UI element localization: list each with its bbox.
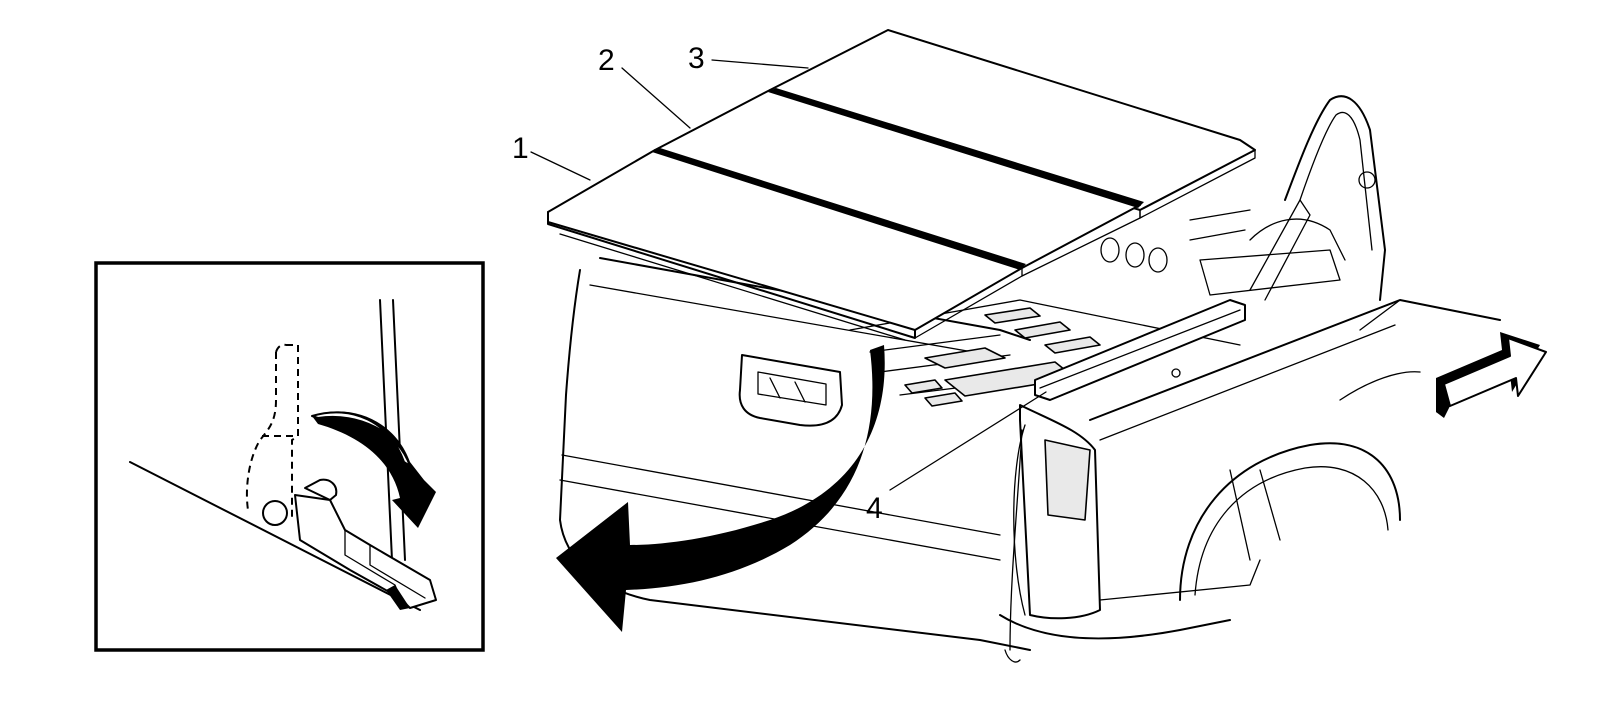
callout-3: 3	[688, 42, 705, 75]
callout-leaders	[530, 59, 1047, 491]
callout-2: 2	[598, 44, 615, 77]
callout-4: 4	[866, 492, 883, 525]
latch-lever	[294, 494, 437, 609]
bed-rail-cap	[1034, 299, 1246, 401]
fold-arrow-icon	[312, 411, 436, 528]
taillight	[1044, 439, 1091, 521]
rotate-arrow-icon	[556, 345, 885, 632]
callout-1: 1	[512, 132, 529, 165]
tonneau-cover	[547, 29, 1256, 341]
truck-body	[559, 95, 1501, 663]
direction-arrow-icon	[1436, 332, 1547, 418]
inset-detail	[94, 261, 485, 652]
latch-knob	[304, 478, 338, 501]
